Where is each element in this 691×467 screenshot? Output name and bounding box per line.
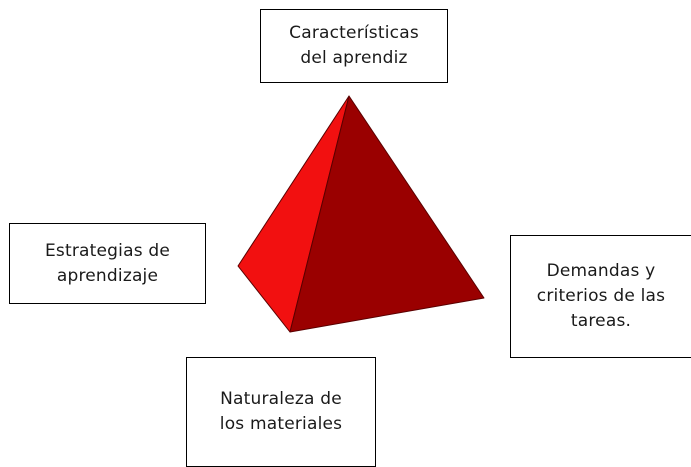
label-line: Estrategias de — [44, 240, 171, 261]
label-line: criterios de las — [536, 286, 666, 306]
pyramid-front-face — [289, 95, 485, 333]
label-line: Demandas y — [546, 261, 656, 281]
label-learner-characteristics: Características del aprendiz — [260, 9, 448, 83]
label-line: aprendizaje — [56, 265, 159, 286]
label-line: del aprendiz — [300, 48, 408, 68]
label-learning-strategies: Estrategias de aprendizaje — [9, 223, 206, 304]
label-materials-nature: Naturaleza de los materiales — [186, 357, 376, 467]
label-line: Naturaleza de — [220, 389, 342, 409]
label-line: tareas. — [570, 311, 632, 331]
label-line: Características — [289, 23, 419, 43]
label-line: los materiales — [219, 414, 343, 434]
label-task-demands: Demandas y criterios de las tareas. — [510, 235, 691, 358]
